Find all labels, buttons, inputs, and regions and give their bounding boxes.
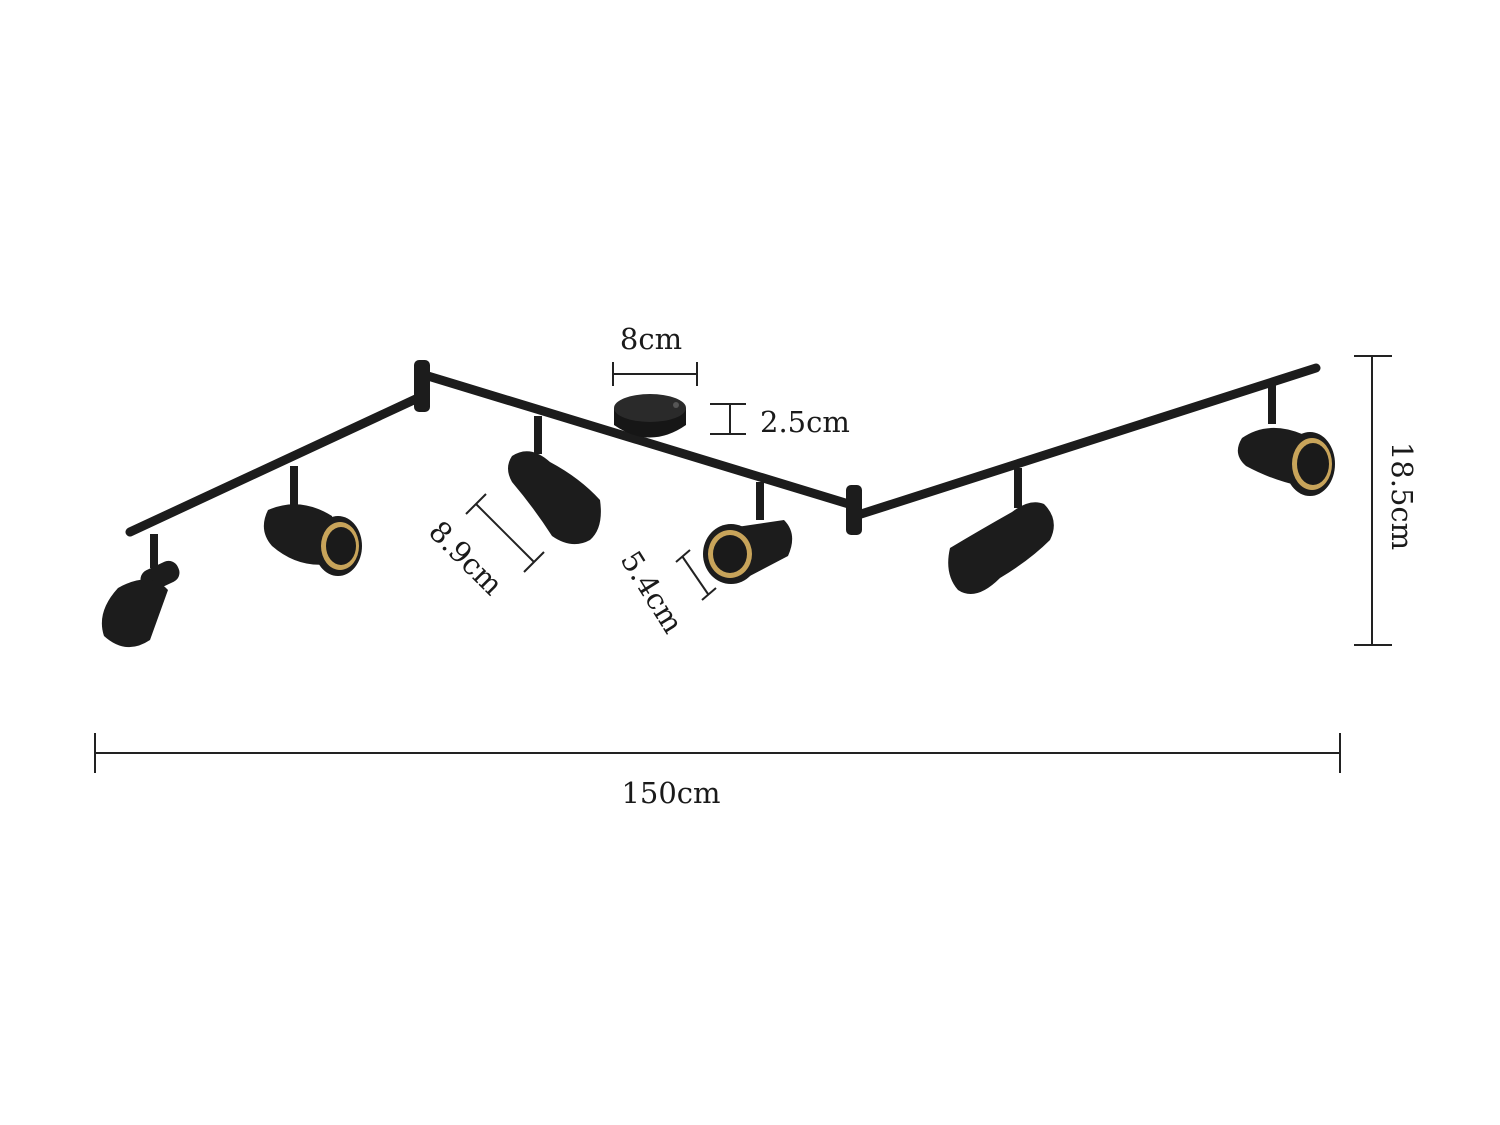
joint-left	[414, 360, 430, 412]
shade-diameter-line	[675, 549, 717, 601]
track-bar	[125, 363, 1321, 537]
track-segment-middle	[423, 371, 857, 510]
total-height-line	[1354, 355, 1392, 646]
spotlight-6	[1237, 384, 1335, 496]
mount-width-line	[612, 362, 698, 386]
spotlight-1	[101, 534, 180, 648]
shade-length-label: 8.9cm	[422, 514, 510, 602]
total-length-line	[94, 733, 1341, 773]
total-height-label: 18.5cm	[1385, 442, 1419, 550]
shade-length-line	[465, 493, 545, 573]
mount-width-label: 8cm	[620, 322, 682, 356]
spotlight-2	[263, 466, 362, 576]
mount-height-line	[710, 403, 746, 435]
ceiling-mount	[614, 394, 686, 438]
dimension-lines	[94, 355, 1392, 773]
total-length-label: 150cm	[621, 776, 720, 810]
spotlight-3	[508, 416, 601, 545]
track-segment-right	[853, 363, 1321, 520]
mount-height-label: 2.5cm	[760, 405, 850, 439]
track-segment-left	[125, 393, 423, 537]
spotlight-4	[703, 482, 793, 584]
spotlight-5	[948, 468, 1054, 594]
joint-right	[846, 485, 862, 535]
